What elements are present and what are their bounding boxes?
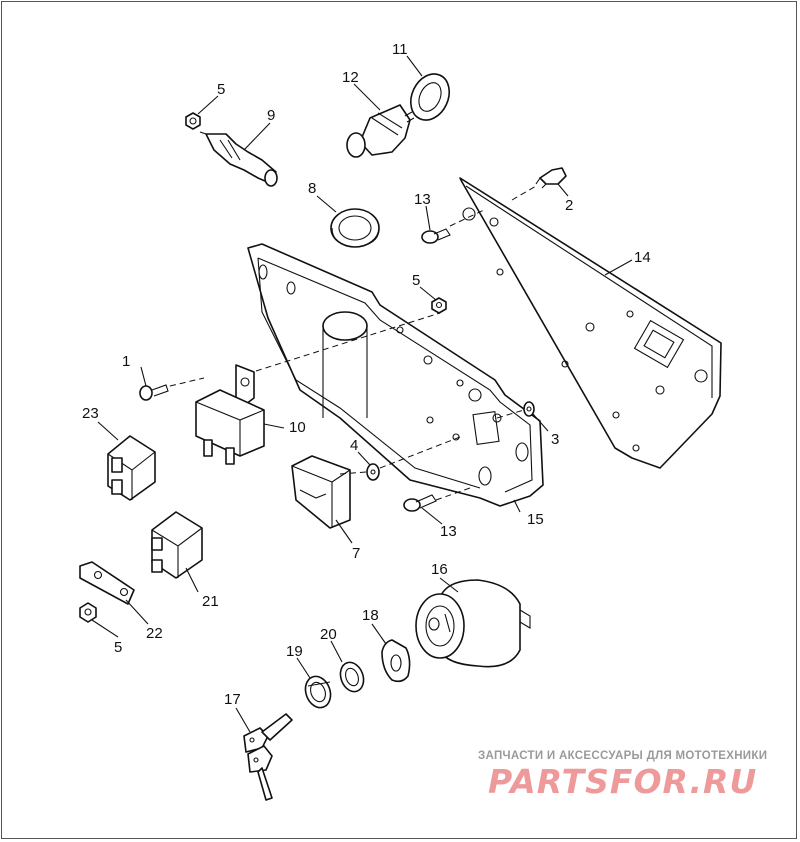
callout-5-lower: 5: [114, 639, 122, 656]
nut-5-top: [185, 112, 201, 130]
callout-23: 23: [82, 405, 99, 422]
callout-labels: 1 2 3 4 5 5 5 7 8 9 10 11 12 13 13 14 15…: [82, 41, 651, 708]
circuit-breaker-21: [151, 511, 203, 579]
callout-16: 16: [431, 561, 448, 578]
clip-bracket-7: [291, 455, 351, 529]
washer-11: [409, 73, 451, 121]
callout-21: 21: [202, 593, 219, 610]
leader-lines: [91, 55, 633, 733]
callout-15: 15: [527, 511, 544, 528]
callout-3: 3: [551, 431, 559, 448]
watermark-logo: PARTSFOR.RU: [488, 762, 758, 801]
keys-17: [243, 713, 293, 801]
switch-9: [199, 131, 278, 187]
callout-5-top: 5: [217, 81, 225, 98]
callout-9: 9: [267, 107, 275, 124]
callout-12: 12: [342, 69, 359, 86]
callout-7: 7: [352, 545, 360, 562]
nut-5-right: [431, 297, 447, 314]
grommet-8: [330, 208, 380, 248]
relay-10: [195, 364, 265, 465]
callout-18: 18: [362, 607, 379, 624]
washer-3: [523, 401, 535, 417]
washer-20: [339, 661, 365, 693]
callout-5-right: 5: [412, 272, 420, 289]
circuit-breaker-23: [107, 435, 156, 501]
callout-22: 22: [146, 625, 163, 642]
callout-1: 1: [122, 353, 130, 370]
screw-1: [139, 384, 169, 401]
callout-4: 4: [350, 437, 358, 454]
callout-20: 20: [320, 626, 337, 643]
watermark-tagline: ЗАПЧАСТИ И АКСЕССУАРЫ ДЛЯ МОТОТЕХНИКИ: [478, 750, 768, 762]
callout-13-lower: 13: [440, 523, 457, 540]
callout-13-top: 13: [414, 191, 431, 208]
bracket-15: [247, 243, 544, 507]
callout-10: 10: [289, 419, 306, 436]
washer-4: [366, 463, 380, 481]
alignment-lines: [169, 185, 537, 501]
callout-17: 17: [224, 691, 241, 708]
callout-2: 2: [565, 197, 573, 214]
callout-11: 11: [392, 41, 408, 58]
callout-14: 14: [634, 249, 651, 266]
lock-plate-18: [381, 639, 411, 683]
spacer-13-top: [421, 228, 451, 244]
nut-ring-19: [304, 675, 332, 709]
bolt-2: [535, 167, 567, 189]
callout-19: 19: [286, 643, 303, 660]
nut-5-lower: [79, 602, 97, 623]
link-bar-22: [79, 561, 135, 605]
callout-8: 8: [308, 180, 316, 197]
mounting-plate-14: [459, 177, 722, 469]
ignition-switch-16: [415, 579, 531, 668]
sensor-12: [346, 104, 415, 158]
spacer-13-lower: [403, 494, 437, 512]
